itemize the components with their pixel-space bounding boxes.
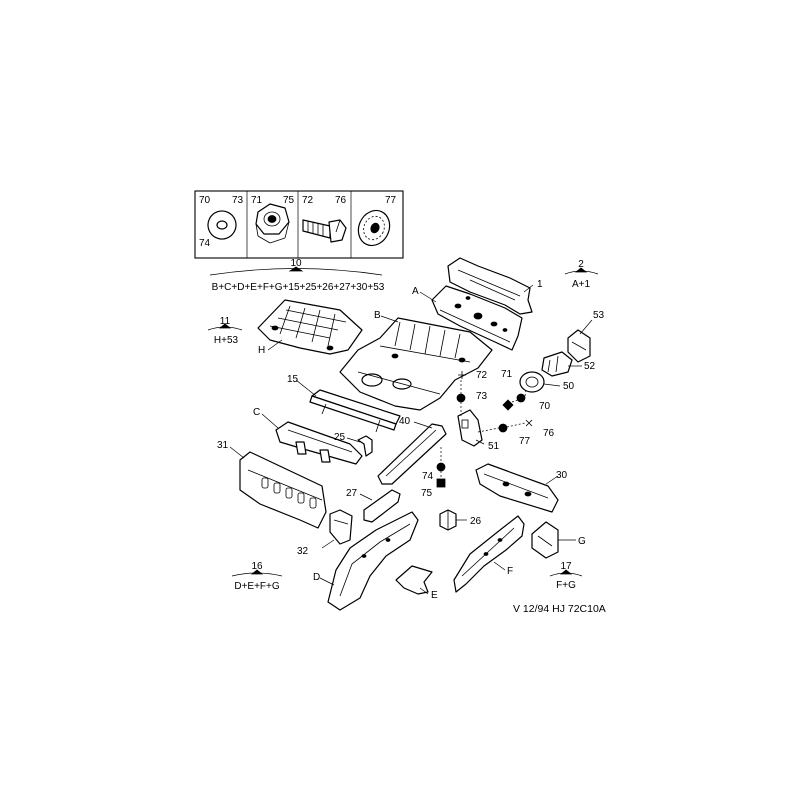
callout-h: H [258,345,265,356]
part-b-rear-floor [339,317,493,411]
group-label-2: 2 A+1 [564,259,599,290]
part-26-clip [439,509,457,531]
part-h-spare-floor [257,299,363,355]
callout-e: E [431,590,438,601]
legend-label-76: 76 [335,195,347,206]
callout-52: 52 [584,361,596,372]
callout-53: 53 [593,310,605,321]
part-15-cross-member [309,389,401,433]
legend-label-73: 73 [232,195,244,206]
legend-label-77: 77 [385,195,397,206]
callout-77: 77 [519,436,531,447]
callout-15: 15 [287,374,299,385]
legend-label-71: 71 [251,195,263,206]
callout-d: D [313,572,320,583]
part-53-mount-bracket [567,329,591,363]
callout-40: 40 [399,416,411,427]
part-1-rear-cross-member [447,257,533,315]
group-17-parts: F+G [556,580,576,591]
group-17-number: 17 [560,561,572,572]
part-a-rear-panel [431,285,523,351]
callout-76: 76 [543,428,555,439]
callout-c: C [253,407,260,418]
part-25-bracket [357,435,373,457]
group-10-number: 10 [290,258,302,269]
part-e-bracket [395,565,433,595]
callout-73: 73 [476,391,488,402]
callout-31: 31 [217,440,229,451]
part-d-wheel-arch-member [327,511,419,611]
part-g-bracket [531,521,559,559]
part-31-rear-end-panel [239,451,327,529]
group-label-10: 10 B+C+D+E+F+G+15+25+26+27+30+53 [209,258,385,293]
group-2-number: 2 [578,259,584,270]
callout-25: 25 [334,432,346,443]
part-f-side-rail [453,515,525,593]
part-52-rubber-buffer [541,351,573,377]
group-11-number: 11 [220,316,231,327]
callout-27: 27 [346,488,358,499]
bolt-icon [302,219,347,243]
callout-75: 75 [421,488,433,499]
part-51-bracket [457,409,483,447]
callout-labels: 1 A B H 15 C 25 40 31 27 32 D E F G 26 3… [217,279,605,601]
flat-washer-icon [207,210,237,240]
part-40-side-member [377,423,447,485]
group-11-parts: H+53 [214,335,239,346]
hardware-symbols [436,371,533,488]
group-16-parts: D+E+F+G [234,581,280,592]
callout-72: 72 [476,370,488,381]
callout-51: 51 [488,441,500,452]
leader-lines [229,284,593,595]
callout-f: F [507,566,513,577]
legend-label-74: 74 [199,238,211,249]
callout-50: 50 [563,381,575,392]
callout-74: 74 [422,471,434,482]
legend-label-75: 75 [283,195,295,206]
part-27-gusset [363,489,401,523]
callout-b: B [374,310,381,321]
part-50-bump-stop [519,371,545,393]
callout-1: 1 [537,279,543,290]
callout-30: 30 [556,470,568,481]
group-10-parts: B+C+D+E+F+G+15+25+26+27+30+53 [212,282,385,293]
group-label-16: 16 D+E+F+G [231,561,283,592]
legend-label-70: 70 [199,195,211,206]
group-2-parts: A+1 [572,279,591,290]
drawing-reference: V 12/94 HJ 72C10A [513,603,606,615]
group-16-number: 16 [251,561,263,572]
callout-70: 70 [539,401,551,412]
callout-a: A [412,286,419,297]
hex-nut-icon [255,203,290,244]
hardware-legend-box: 70 73 74 71 75 72 76 77 [194,190,404,259]
part-c-rear-cross-member [275,421,363,465]
callout-26: 26 [470,516,482,527]
legend-label-72: 72 [302,195,314,206]
part-32-corner-bracket [329,509,353,545]
callout-g: G [578,536,586,547]
serrated-washer-icon [357,209,391,247]
part-30-reinforcement [475,463,559,513]
group-label-17: 17 F+G [549,561,583,591]
group-label-11: 11 H+53 [207,316,243,346]
callout-32: 32 [297,546,309,557]
callout-71: 71 [501,369,513,380]
